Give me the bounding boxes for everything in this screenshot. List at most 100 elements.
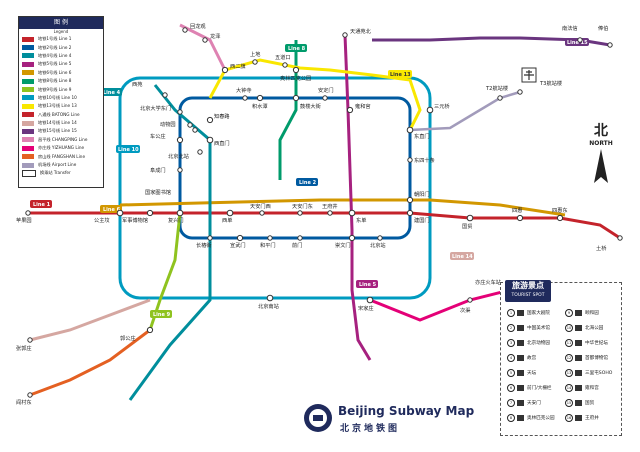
station-label: 车公庄 — [150, 132, 166, 140]
line-tag-line-13-text: Line 13 — [390, 72, 411, 78]
station-label: 前门 — [292, 241, 302, 249]
legend-item: 八通线 BATONG Line — [19, 111, 103, 119]
station-label: 西苑 — [132, 80, 142, 88]
legend-swatch — [22, 145, 34, 151]
station-marker — [242, 95, 248, 101]
tourist-spot-number: 7 — [507, 399, 515, 407]
station-label: 知春路 — [214, 112, 230, 120]
station-marker — [327, 210, 333, 216]
legend-swatch — [22, 162, 34, 168]
station-label: 龙泽 — [210, 32, 220, 40]
line-tag-line-6-text: Line 6 — [103, 207, 121, 213]
station-label: 国家图书馆 — [145, 188, 171, 196]
station-label: 积水潭 — [252, 102, 268, 110]
station-marker — [187, 122, 193, 128]
legend-item-label: 房山线 FANGSHAN Line — [38, 153, 86, 159]
tourist-spot-number: 14 — [565, 384, 573, 392]
station-marker — [206, 116, 214, 124]
map-title-en: Beijing Subway Map — [338, 404, 475, 418]
station-label: 复兴门 — [168, 216, 184, 224]
station-marker — [617, 235, 623, 241]
station-label: 建国门 — [414, 216, 430, 224]
line-tag-line-10-text: Line 10 — [118, 147, 139, 153]
landmark-icon — [517, 340, 524, 346]
tourist-spot-label: 天安门 — [527, 401, 541, 406]
station-label: 奥林匹克公园 — [280, 74, 311, 82]
station-marker — [236, 234, 244, 242]
legend-item-label: 地铁4号线 Line 4 — [38, 52, 72, 58]
tourist-spot-number: 16 — [565, 414, 573, 422]
station-marker — [25, 210, 31, 216]
line-tag-line-2 — [296, 178, 318, 186]
line-6-route — [119, 198, 566, 217]
station-marker — [342, 32, 348, 38]
line-tag-line-14 — [450, 252, 474, 260]
tourist-spot-item: 10 北海公园 — [565, 324, 603, 332]
tourist-spot-number: 8 — [507, 414, 515, 422]
station-label: 安定门 — [318, 86, 334, 94]
station-marker — [322, 95, 328, 101]
legend-subtitle: Legend — [53, 29, 69, 34]
line-4-route — [128, 84, 212, 401]
station-marker — [406, 196, 414, 204]
legend-swatch — [22, 70, 34, 76]
station-marker — [146, 209, 154, 217]
legend-item: 地铁4号线 Line 4 — [19, 52, 103, 60]
station-marker — [556, 214, 564, 222]
station-marker — [366, 296, 374, 304]
legend-swatch — [22, 95, 34, 101]
north-arrow-icon — [594, 149, 608, 183]
line-5-route — [343, 34, 372, 361]
station-marker — [27, 392, 33, 398]
station-label: 北京站 — [370, 241, 386, 249]
station-marker — [252, 59, 258, 65]
north-en-label: NORTH — [589, 140, 613, 147]
landmark-icon — [575, 310, 582, 316]
tourist-spot-label: 三里屯SOHO — [585, 371, 613, 376]
station-label: 五道口 — [275, 53, 291, 61]
north-cn-label: 北 — [594, 123, 608, 139]
tourist-spot-number: 6 — [507, 384, 515, 392]
legend-item: 地铁1号线 Line 1 — [19, 35, 103, 43]
station-label: 苹果园 — [16, 216, 32, 224]
station-label: 军事博物馆 — [122, 216, 148, 224]
tourist-spot-number: 10 — [565, 324, 573, 332]
landmark-icon — [575, 370, 582, 376]
legend-item-label: 地铁8号线 Line 8 — [38, 78, 72, 84]
tourist-spot-number: 15 — [565, 399, 573, 407]
line-tag-line-14-text: Line 14 — [452, 254, 473, 260]
station-label: 南法信 — [562, 24, 578, 32]
tourist-spot-header: 旅游景点 TOURIST SPOT — [505, 280, 551, 302]
tourist-spot-number: 4 — [507, 354, 515, 362]
station-label: 张郭庄 — [16, 344, 32, 352]
tourist-spot-number: 1 — [507, 309, 515, 317]
legend-swatch — [22, 128, 34, 134]
landmark-icon — [517, 400, 524, 406]
station-label: 天安门西 — [250, 202, 271, 210]
tourist-spot-label: 前门/大栅栏 — [527, 386, 552, 391]
station-label: 东单 — [356, 216, 366, 224]
station-label: 朝阳门 — [414, 190, 430, 198]
station-marker — [176, 136, 184, 144]
station-marker — [292, 94, 300, 102]
landmark-icon — [517, 310, 524, 316]
legend-item-label: 八通线 BATONG Line — [38, 111, 80, 117]
tourist-spot-label: 故宫 — [527, 356, 537, 361]
station-marker — [516, 214, 524, 222]
legend-swatch — [22, 36, 34, 42]
station-label: 长椿街 — [196, 241, 212, 249]
tourist-spot-label: 北海公园 — [585, 326, 604, 331]
tourist-spot-label: 王府井 — [585, 416, 599, 421]
map-title-cn: 北京地铁图 — [340, 424, 401, 434]
legend-item: 房山线 FANGSHAN Line — [19, 152, 103, 160]
legend-title: 图 例 — [19, 17, 103, 29]
station-marker — [497, 95, 503, 101]
